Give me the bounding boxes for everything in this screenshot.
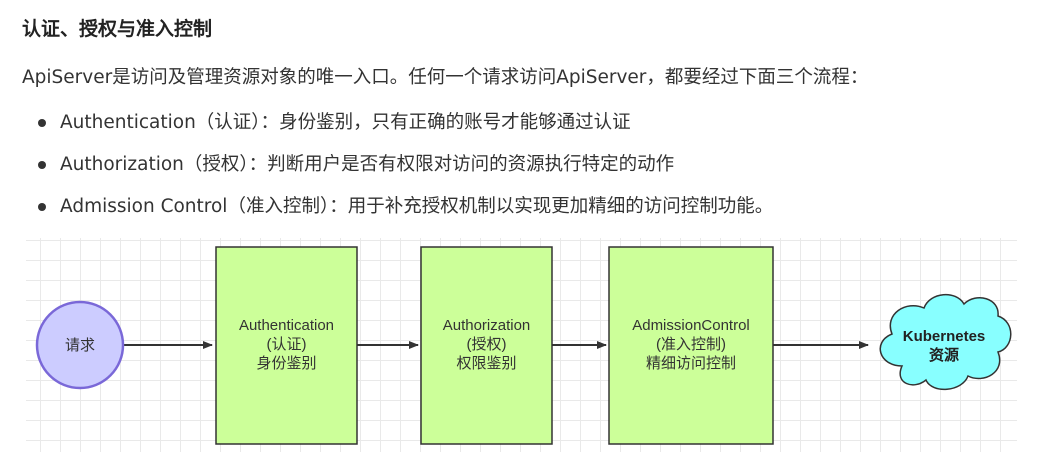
step-term: Authorization（授权）： xyxy=(60,154,268,175)
bullet-icon xyxy=(38,119,46,127)
authorization-subtitle: (授权) xyxy=(467,336,507,353)
admission-control-subtitle: (准入控制) xyxy=(656,336,726,353)
steps-list: Authentication（认证）：身份鉴别，只有正确的账号才能够通过认证 A… xyxy=(22,108,773,234)
authentication-description: 身份鉴别 xyxy=(256,355,316,372)
list-item: Admission Control（准入控制）：用于补充授权机制以实现更加精细的… xyxy=(22,192,773,234)
step-term: Authentication（认证）： xyxy=(60,112,280,133)
authentication-subtitle: (认证) xyxy=(267,336,307,353)
authorization-node xyxy=(420,246,553,445)
flow-diagram: 请求 Authentication (认证) 身份鉴别 Authorizatio… xyxy=(26,238,1017,452)
admission-control-title: AdmissionControl xyxy=(632,317,750,334)
cloud-subtitle: 资源 xyxy=(929,346,959,364)
authorization-title: Authorization xyxy=(443,317,531,334)
bullet-icon xyxy=(38,161,46,169)
intro-paragraph: ApiServer是访问及管理资源对象的唯一入口。任何一个请求访问ApiServ… xyxy=(22,67,869,88)
cloud-icon xyxy=(879,294,1012,390)
section-heading: 认证、授权与准入控制 xyxy=(22,18,213,40)
step-description: 身份鉴别，只有正确的账号才能够通过认证 xyxy=(279,112,631,133)
authentication-title: Authentication xyxy=(239,317,334,334)
cloud-title: Kubernetes xyxy=(903,328,986,345)
authentication-node xyxy=(215,246,358,445)
request-label: 请求 xyxy=(65,337,95,354)
step-term: Admission Control（准入控制）： xyxy=(60,196,348,217)
list-item: Authentication（认证）：身份鉴别，只有正确的账号才能够通过认证 xyxy=(22,108,773,150)
bullet-icon xyxy=(38,203,46,211)
admission-control-description: 精细访问控制 xyxy=(646,355,736,372)
admission-control-node xyxy=(608,246,774,445)
request-node xyxy=(35,300,125,390)
flow-diagram-svg: 请求 Authentication (认证) 身份鉴别 Authorizatio… xyxy=(35,246,1012,445)
list-item: Authorization（授权）：判断用户是否有权限对访问的资源执行特定的动作 xyxy=(22,150,773,192)
step-description: 判断用户是否有权限对访问的资源执行特定的动作 xyxy=(267,154,675,175)
step-description: 用于补充授权机制以实现更加精细的访问控制功能。 xyxy=(347,196,774,217)
authorization-description: 权限鉴别 xyxy=(456,355,516,372)
